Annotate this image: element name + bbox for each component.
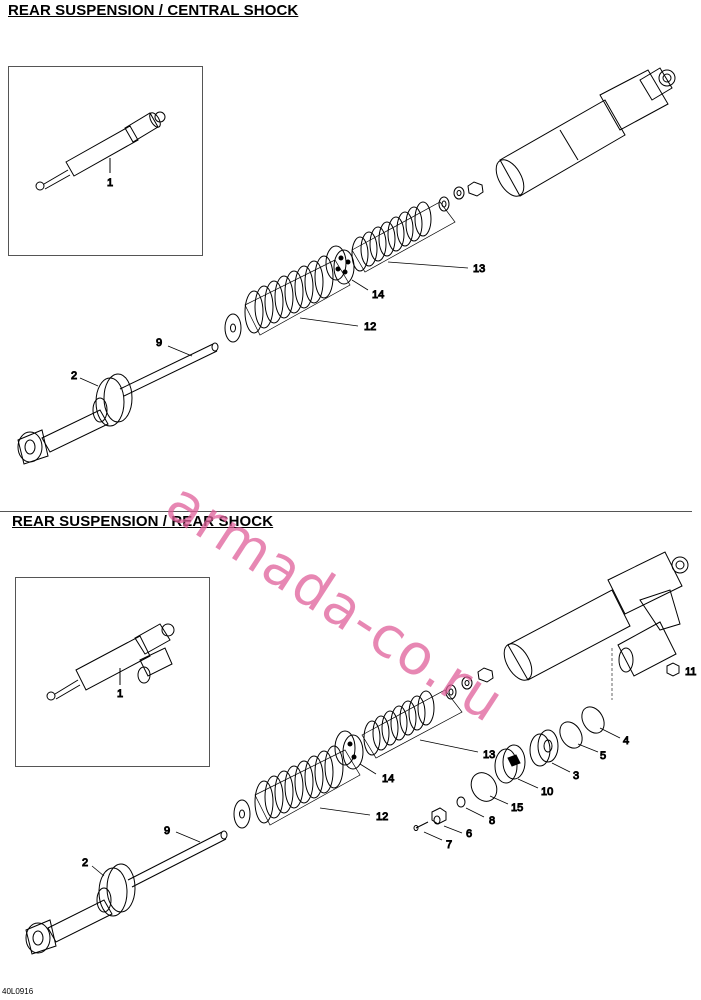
section-title-central-shock: REAR SUSPENSION / CENTRAL SHOCK: [8, 2, 299, 19]
inset-rear-shock-drawing: [46, 623, 175, 701]
callout-1-central: 1: [107, 177, 113, 189]
callout-5-rear: 5: [600, 750, 606, 762]
nut-rear: [666, 662, 680, 677]
callout-13-central: 13: [473, 263, 485, 275]
callout-12-rear: 12: [376, 811, 388, 823]
spring-lower-central: [244, 255, 351, 336]
washers-rear: [445, 667, 494, 700]
shock-rod-central: [119, 342, 219, 397]
spring-upper-central: [351, 201, 456, 273]
shock-body-central: [495, 67, 676, 197]
spring-lower-rear: [254, 745, 361, 826]
shock-rod-rear: [127, 830, 228, 888]
cap-rear: [529, 729, 559, 767]
callout-14-central: 14: [372, 289, 384, 301]
spacer-rear: [334, 730, 364, 770]
inset-central-shock-assembly: [8, 66, 203, 256]
shock-eye-body-rear: [25, 863, 136, 955]
callout-6-rear: 6: [466, 828, 472, 840]
washer-rear: [233, 799, 251, 829]
callout-9-central: 9: [156, 337, 162, 349]
screw-rear: [413, 821, 429, 831]
callout-9-rear: 9: [164, 825, 170, 837]
oring-mid: [559, 721, 583, 749]
oring-small: [470, 772, 498, 802]
spring-upper-rear: [361, 689, 463, 759]
spacer-central: [325, 245, 355, 285]
callout-11-rear: 11: [685, 666, 696, 678]
callout-13-rear: 13: [483, 749, 495, 761]
piston-rear: [494, 744, 526, 784]
callout-15-rear: 15: [511, 802, 523, 814]
section-title-rear-shock: REAR SUSPENSION / REAR SHOCK: [12, 513, 274, 530]
callout-8-rear: 8: [489, 815, 495, 827]
callout-2-rear: 2: [82, 857, 88, 869]
callout-7-rear: 7: [446, 839, 452, 851]
oring-large: [581, 706, 605, 734]
inset-rear-shock-assembly: [15, 577, 210, 767]
washers-central: [438, 181, 484, 212]
shock-eye-body-central: [17, 373, 133, 465]
figure-code: 40L0916: [2, 987, 34, 996]
callout-4-rear: 4: [623, 735, 629, 747]
ring-small: [456, 796, 466, 808]
valve-rear: [431, 807, 447, 825]
callout-12-central: 12: [364, 321, 376, 333]
washer-central: [224, 313, 242, 343]
shock-body-rear: [503, 551, 689, 681]
callout-3-rear: 3: [573, 770, 579, 782]
callout-1-rear: 1: [117, 688, 123, 700]
callout-10-rear: 10: [541, 786, 553, 798]
inset-central-shock-drawing: [35, 111, 166, 191]
section-divider: [0, 511, 692, 512]
callout-14-rear: 14: [382, 773, 394, 785]
callout-2-central: 2: [71, 370, 77, 382]
